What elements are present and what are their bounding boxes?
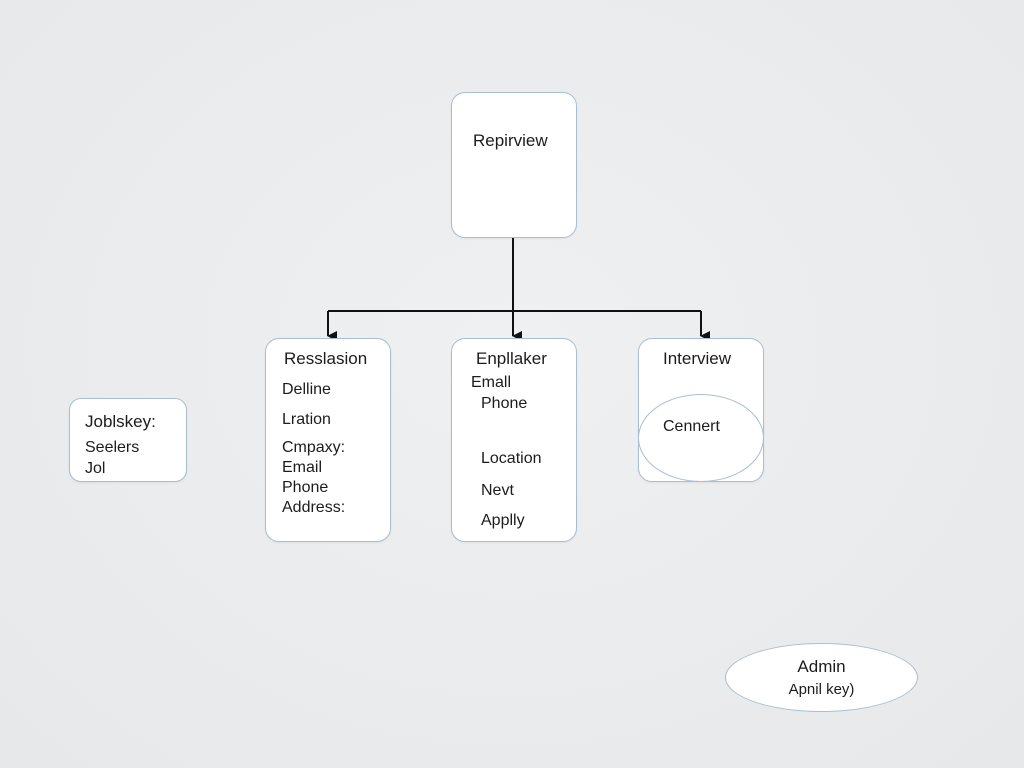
admin-title: Admin xyxy=(797,657,846,676)
node-a-line: Lration xyxy=(282,411,331,428)
node-left-line: Jol xyxy=(85,460,106,477)
admin-node[interactable]: Admin Apnil key) xyxy=(725,643,918,712)
node-a-line: Address: xyxy=(282,499,346,516)
node-a-line: Delline xyxy=(282,381,331,398)
node-a-line: Phone xyxy=(282,479,329,496)
node-c-inner-label: Cennert xyxy=(663,418,720,435)
node-a-line: Cmpaxy: xyxy=(282,439,346,456)
node-top-title: Repirview xyxy=(473,131,548,150)
node-top[interactable]: Repirview xyxy=(451,92,577,238)
node-left-line: Seelers xyxy=(85,439,140,456)
node-c-inner-ellipse[interactable]: Cennert xyxy=(638,394,764,482)
admin-subtitle: Apnil key) xyxy=(788,681,855,698)
node-b[interactable]: Enpllaker Emall Phone Location Nevt Appl… xyxy=(451,338,577,542)
node-b-title: Enpllaker xyxy=(476,349,547,368)
node-left[interactable]: Joblskey: Seelers Jol xyxy=(69,398,187,482)
node-b-line: Nevt xyxy=(481,482,514,499)
node-b-line: Phone xyxy=(481,395,528,412)
node-b-line: Emall xyxy=(471,374,512,391)
node-a-title: Resslasion xyxy=(284,349,368,368)
node-c[interactable]: Interview Cennert xyxy=(638,338,764,482)
node-b-line: Location xyxy=(481,450,542,467)
node-b-line: Applly xyxy=(481,512,525,529)
node-left-title: Joblskey: xyxy=(85,412,156,431)
node-c-title: Interview xyxy=(663,349,732,368)
node-a[interactable]: Resslasion Delline Lration Cmpaxy: Email… xyxy=(265,338,391,542)
node-a-line: Email xyxy=(282,459,323,476)
